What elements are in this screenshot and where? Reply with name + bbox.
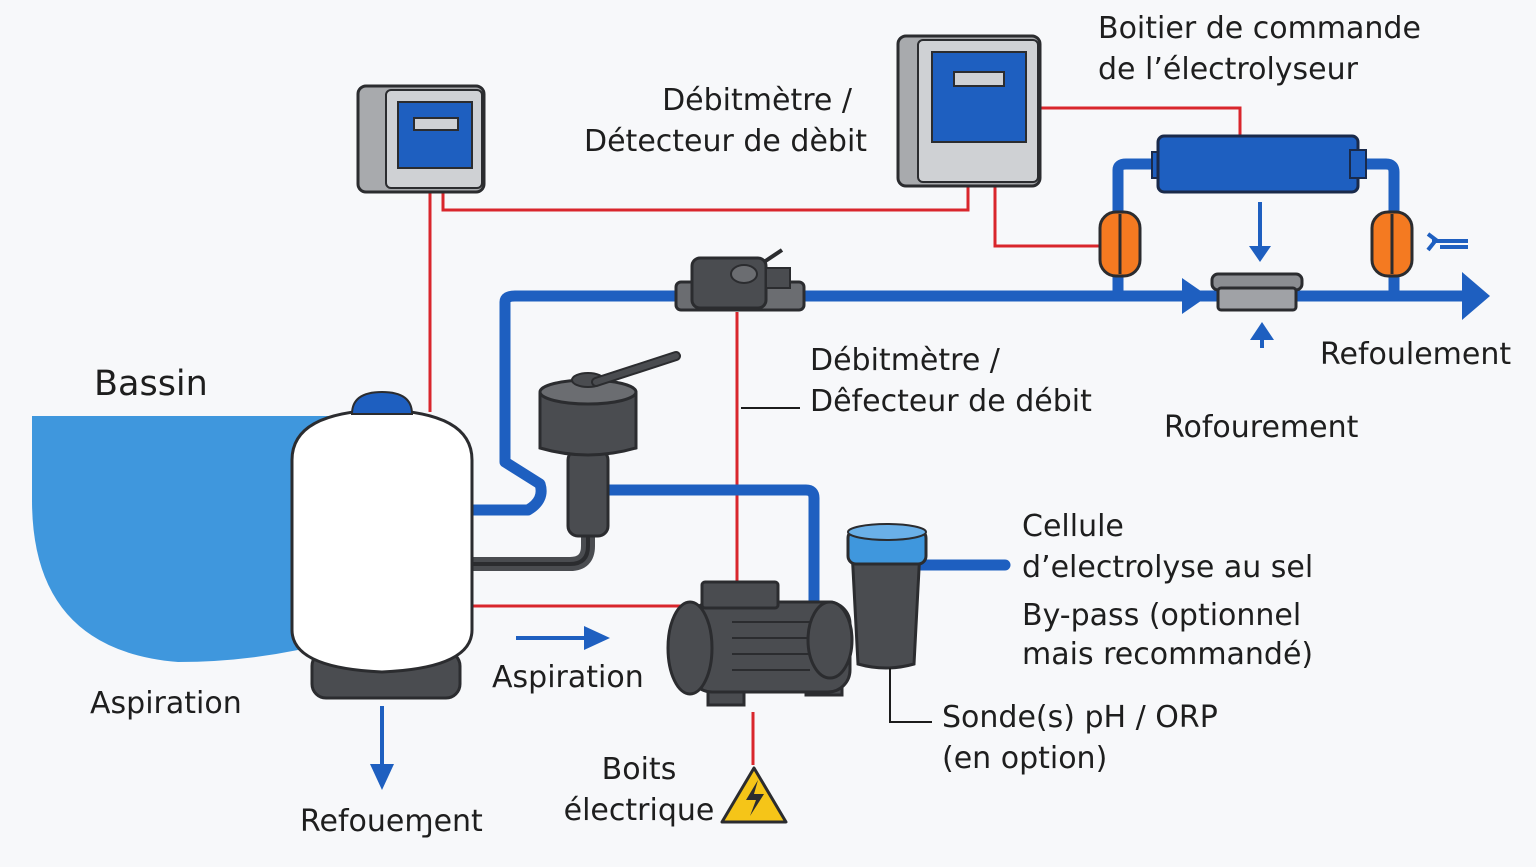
- prefilter-pot-icon: [846, 523, 928, 670]
- flow-switch-icon: [674, 248, 806, 312]
- multiport-valve-icon: [538, 351, 681, 538]
- label-sonde: Sonde(s) pH / ORP (en option): [942, 700, 1218, 776]
- electrolyser-control-box-icon: [896, 34, 1042, 188]
- label-rofourement: Rofourement: [1164, 410, 1359, 445]
- valve-icon: [1098, 210, 1414, 278]
- flow-arrow-icon: [1182, 278, 1208, 314]
- label-aspiration-mid: Aspiration: [492, 660, 644, 695]
- pool-basin: [32, 416, 340, 662]
- label-boitier-commande: Boitier de commande de l’électrolyseur: [1098, 11, 1421, 87]
- pump-icon: [666, 580, 854, 707]
- label-bypass: By-pass (optionnel mais recommandé): [1022, 598, 1314, 672]
- label-aspiration-left: Aspiration: [90, 686, 242, 721]
- label-refoulement-bottom: Refoueɱent: [300, 804, 483, 839]
- label-cellule: Cellule d’electrolyse au sel: [1022, 509, 1314, 585]
- wrench-icon: [1426, 232, 1468, 252]
- leader-lines: [741, 407, 932, 723]
- control-box-icon: [356, 84, 486, 194]
- label-bassin: Bassin: [94, 364, 208, 404]
- filter-tank-icon: [290, 390, 474, 790]
- probe-housing-icon: [1210, 272, 1304, 348]
- pipes: [466, 158, 1481, 608]
- warning-electric-icon: [720, 766, 788, 824]
- aspiration-arrow-icon: [516, 626, 610, 650]
- label-boitier-electrique: Boits électrique: [563, 752, 715, 828]
- label-refoulement-right: Refoulement: [1320, 337, 1512, 372]
- return-pipe-inner: [472, 520, 590, 566]
- flow-arrow-icon: [1462, 272, 1490, 320]
- label-debitmetre-top: Débitmètre / Détecteur de dèbit: [584, 83, 868, 159]
- electrical-wiring: [428, 106, 1242, 765]
- electrolysis-cell-icon: [1151, 134, 1367, 262]
- label-debitmetre-mid: Débitmètre / Dêfecteur de débit: [810, 343, 1092, 419]
